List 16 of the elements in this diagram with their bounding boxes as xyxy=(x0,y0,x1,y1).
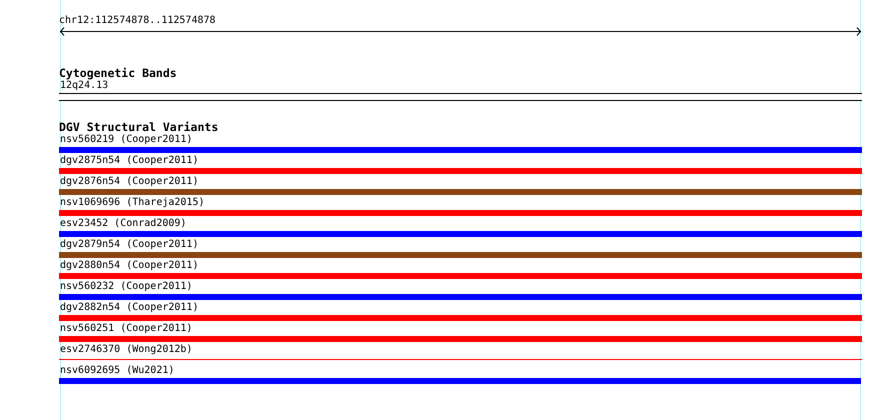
feature-label: nsv1069696 (Thareja2015) xyxy=(60,197,204,209)
feature-label: dgv2879n54 (Cooper2011) xyxy=(60,239,198,251)
feature-label: dgv2876n54 (Cooper2011) xyxy=(60,176,198,188)
feature-label: nsv560232 (Cooper2011) xyxy=(60,281,192,293)
coordinate-label: chr12:112574878..112574878 xyxy=(59,15,216,27)
track-title: Cytogenetic Bands xyxy=(59,67,177,80)
feature-label: nsv560219 (Cooper2011) xyxy=(60,134,192,146)
band-label: 12q24.13 xyxy=(60,80,108,92)
feature-label: dgv2882n54 (Cooper2011) xyxy=(60,302,198,314)
feature-label: nsv6092695 (Wu2021) xyxy=(60,365,174,377)
feature-label: esv2746370 (Wong2012b) xyxy=(60,344,192,356)
track-title: DGV Structural Variants xyxy=(59,121,218,134)
feature-label: esv23452 (Conrad2009) xyxy=(60,218,186,230)
feature-label: dgv2875n54 (Cooper2011) xyxy=(60,155,198,167)
feature-label: nsv560251 (Cooper2011) xyxy=(60,323,192,335)
feature-label: dgv2880n54 (Cooper2011) xyxy=(60,260,198,272)
